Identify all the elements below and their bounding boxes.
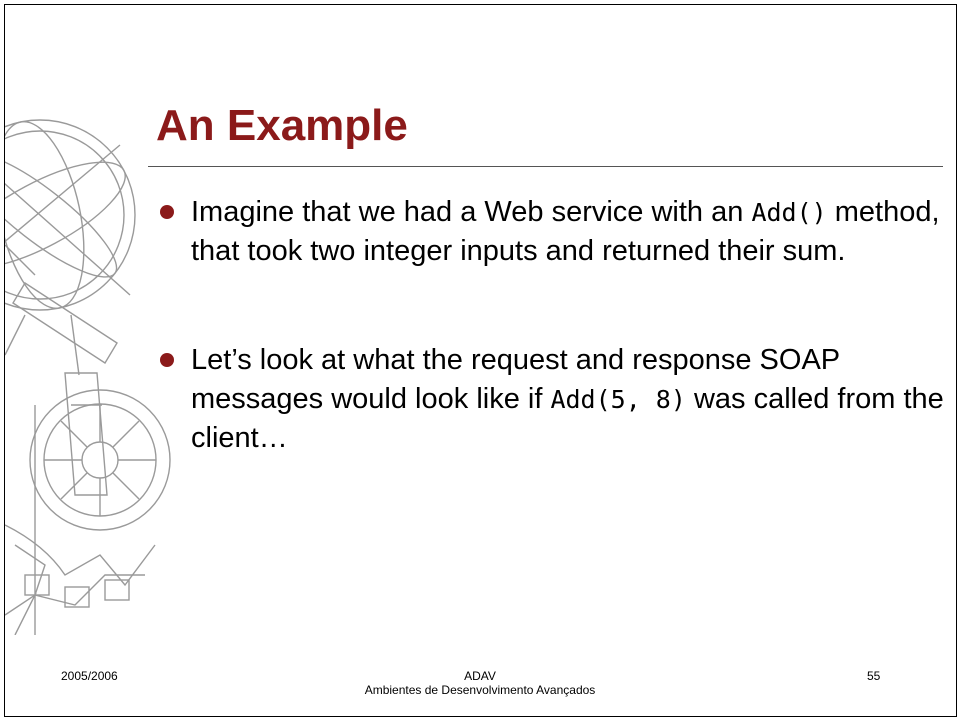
bullet-item: Imagine that we had a Web service with a… xyxy=(155,193,945,271)
footer-course-code: ADAV xyxy=(464,669,496,683)
bullet-text: Imagine that we had a Web service with a… xyxy=(191,196,752,228)
bullet-list: Imagine that we had a Web service with a… xyxy=(155,193,945,458)
title-divider xyxy=(148,166,943,167)
footer-course: ADAV Ambientes de Desenvolvimento Avança… xyxy=(280,669,680,697)
footer-date: 2005/2006 xyxy=(61,669,118,683)
armillary-sphere-decoration xyxy=(5,119,171,635)
bullet-item: Let’s look at what the request and respo… xyxy=(155,341,945,458)
slide: An Example Imagine that we had a Web ser… xyxy=(4,4,957,717)
bullet-code: Add() xyxy=(751,198,827,227)
slide-title: An Example xyxy=(156,101,408,150)
footer-course-name: Ambientes de Desenvolvimento Avançados xyxy=(364,683,596,697)
bullet-code: Add(5, 8) xyxy=(550,385,686,414)
bullet-dot-icon xyxy=(160,205,174,219)
bullet-text: was called from the client… xyxy=(191,383,944,454)
footer-page-number: 55 xyxy=(867,669,881,683)
bullet-text: Let’s look at what the request and respo… xyxy=(191,344,840,415)
bullet-dot-icon xyxy=(160,353,174,367)
bullet-text: method, that took two integer inputs and… xyxy=(191,196,940,267)
